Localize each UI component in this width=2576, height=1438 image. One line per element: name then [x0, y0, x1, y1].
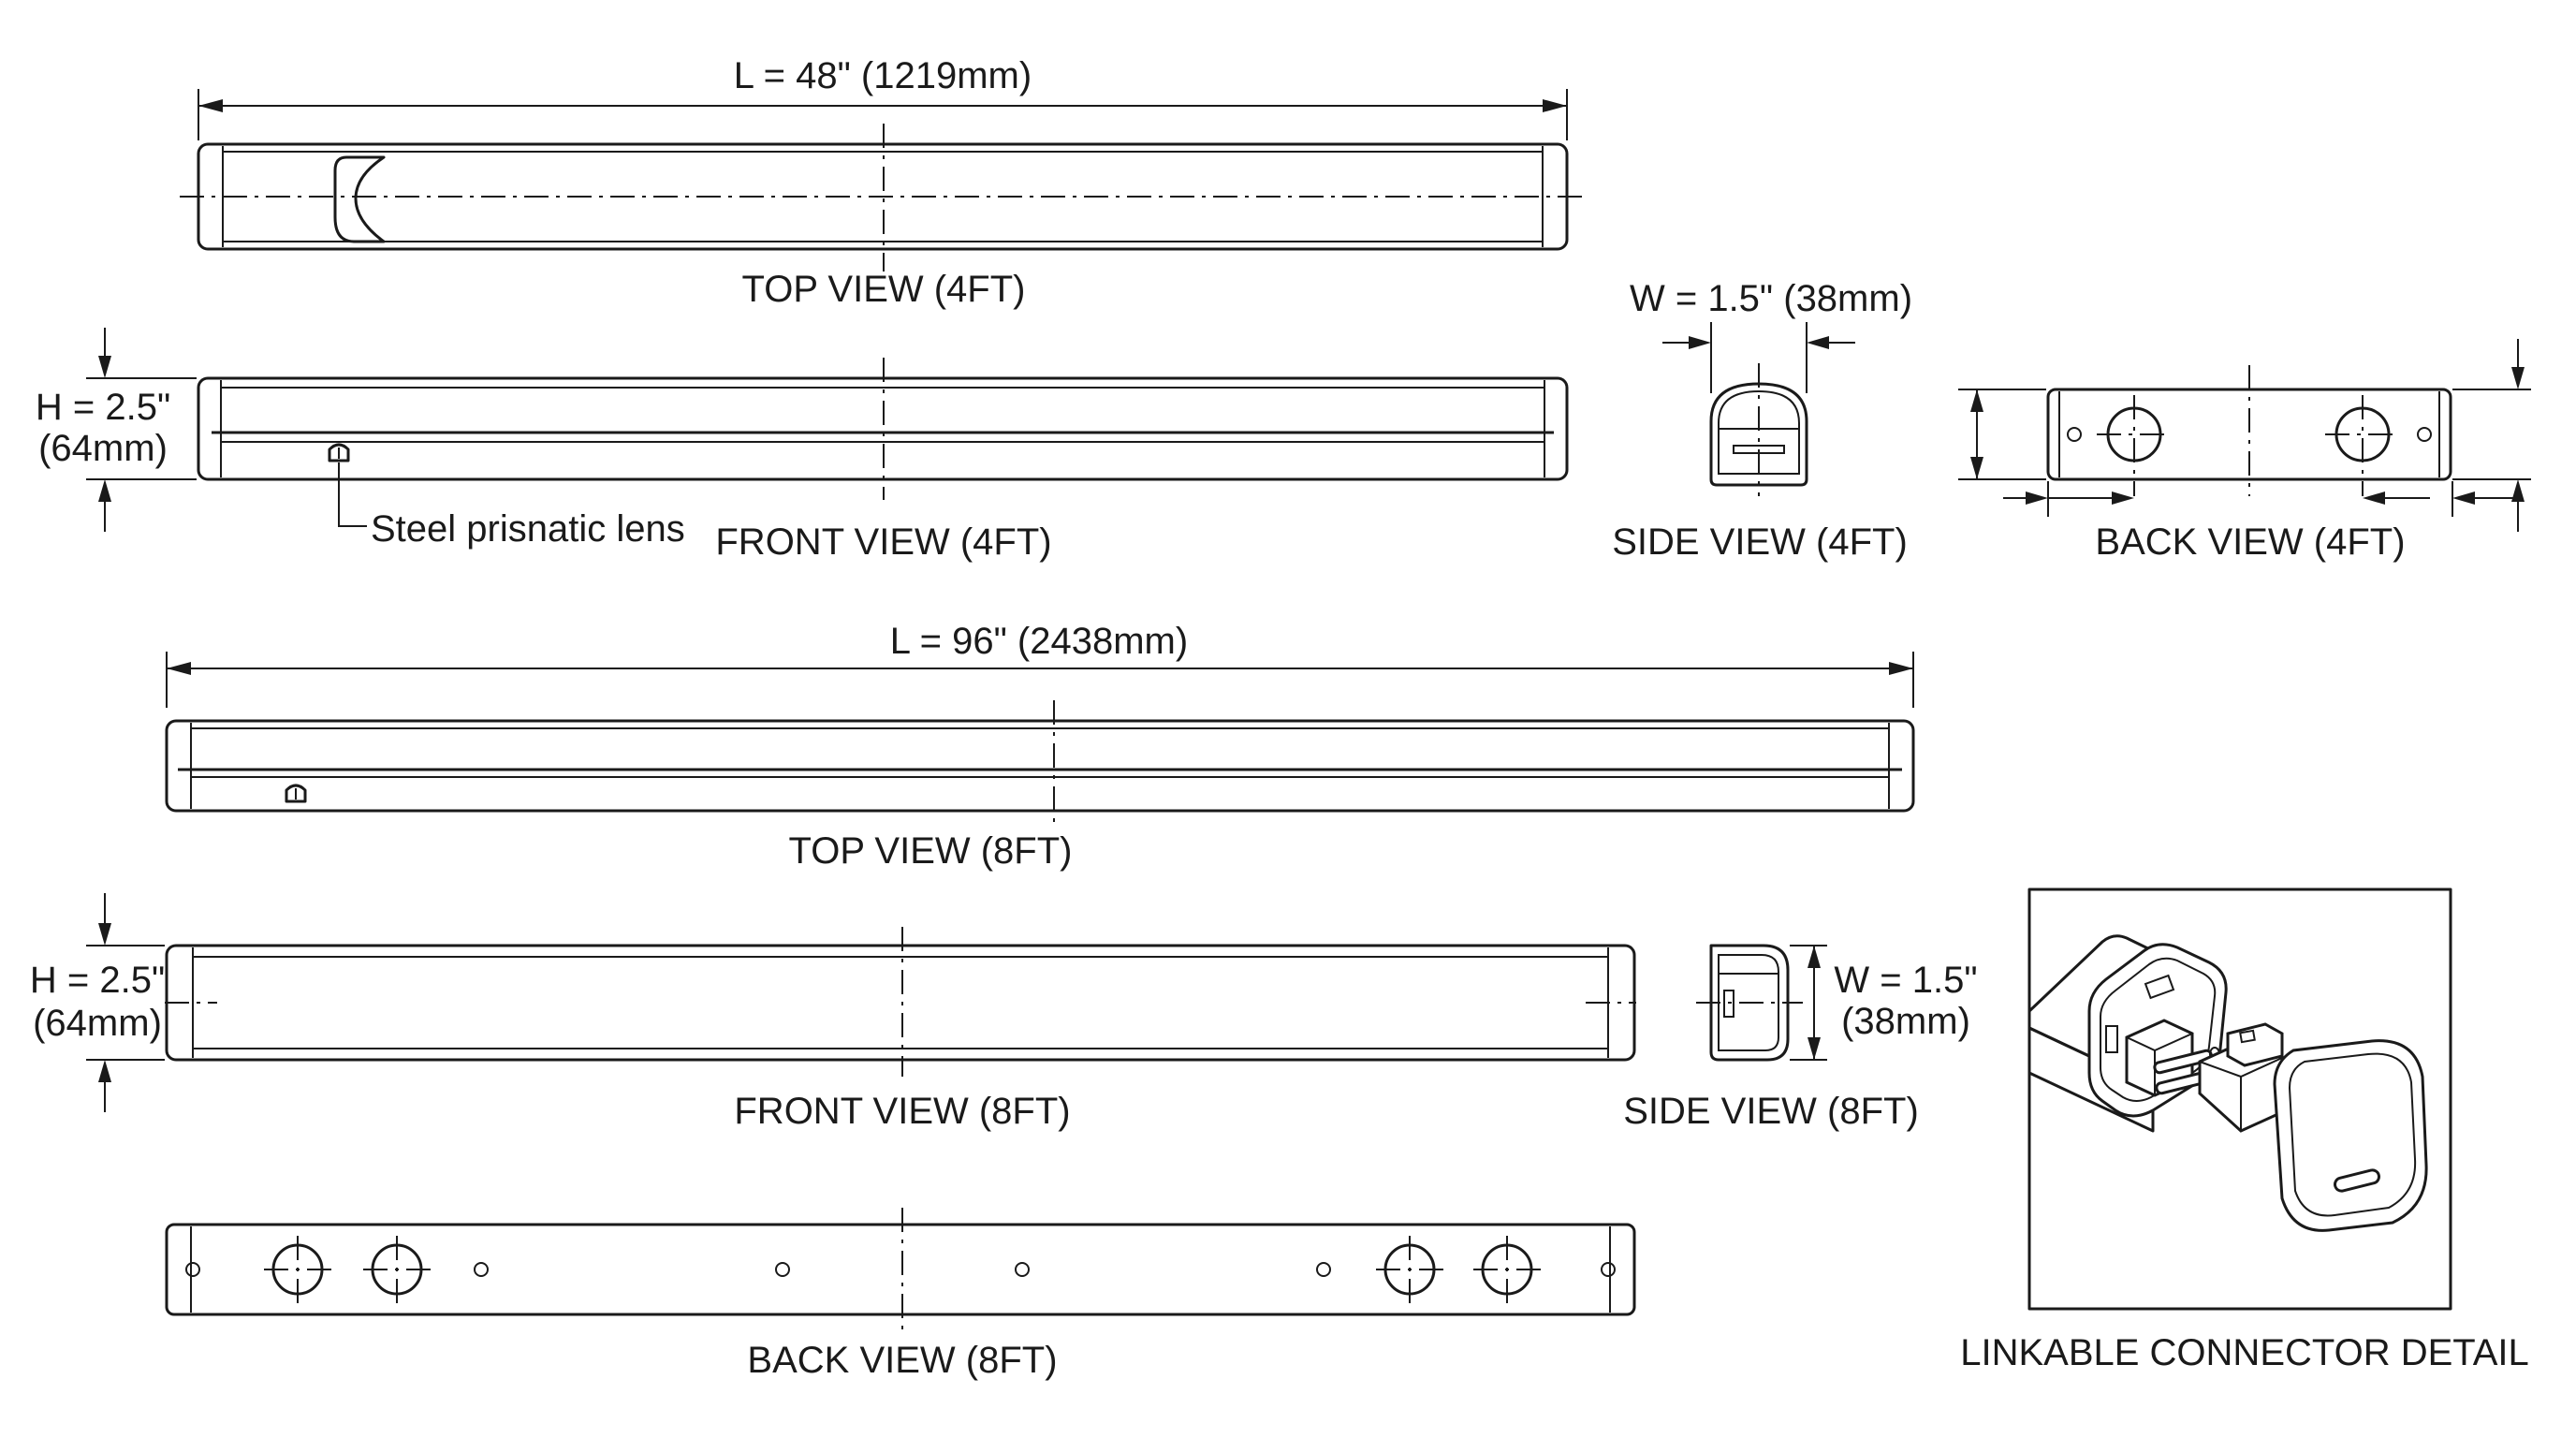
length-8ft-label: L = 96" (2438mm): [890, 621, 1188, 662]
mounting-hole-icon: [775, 1262, 790, 1277]
dimension-width-4ft: [1662, 322, 1855, 393]
top-view-4ft: L = 48" (1219mm) TOP VIEW (4FT): [180, 55, 1588, 310]
dimension-length-8ft: [166, 652, 1914, 708]
end-clip-icon: [333, 155, 386, 243]
connector-detail: LINKABLE CONNECTOR DETAIL: [1960, 888, 2529, 1373]
fixture-4ft-back: [2046, 365, 2452, 496]
dimension-height-4ft: [86, 328, 197, 532]
mounting-hole-icon: [2067, 427, 2082, 442]
dimension-length-4ft: [198, 89, 1568, 140]
length-4ft-label: L = 48" (1219mm): [734, 55, 1032, 96]
width-8ft-label-line2: (38mm): [1841, 1001, 1970, 1042]
connector-slot-icon: [2334, 1168, 2380, 1193]
mounting-hole-icon: [1601, 1262, 1616, 1277]
back-view-4ft-label: BACK VIEW (4FT): [2095, 521, 2405, 563]
mounting-hole-icon: [2417, 427, 2432, 442]
mounting-hole-icon: [1015, 1262, 1030, 1277]
mounting-hole-icon: [474, 1262, 489, 1277]
side-view-8ft-label: SIDE VIEW (8FT): [1623, 1091, 1919, 1132]
lens-callout-label: Steel prisnatic lens: [371, 508, 685, 550]
dimension-back-height-right: [2452, 339, 2531, 532]
fixture-8ft-back: [165, 1208, 1636, 1331]
top-view-8ft-label: TOP VIEW (8FT): [789, 830, 1073, 872]
top-view-4ft-label: TOP VIEW (4FT): [742, 269, 1026, 310]
height-4ft-label-line2: (64mm): [38, 428, 168, 469]
fixture-4ft-front: [197, 358, 1569, 527]
fixture-8ft-top: [165, 700, 1915, 826]
back-view-8ft: BACK VIEW (8FT): [165, 1208, 1636, 1381]
side-port-icon: [1723, 990, 1734, 1018]
back-view-4ft: BACK VIEW (4FT): [1958, 339, 2531, 563]
fixture-8ft-front: [165, 927, 1636, 1077]
front-view-8ft-label: FRONT VIEW (8FT): [734, 1091, 1070, 1132]
dimension-height-8ft: [86, 893, 165, 1112]
connector-detail-label: LINKABLE CONNECTOR DETAIL: [1960, 1332, 2529, 1373]
width-8ft-label-line1: W = 1.5": [1834, 960, 1977, 1001]
connector-illustration: [2027, 934, 2428, 1232]
top-view-8ft: L = 96" (2438mm) TOP VIEW (8FT): [165, 621, 1915, 872]
side-view-8ft: W = 1.5" (38mm) SIDE VIEW (8FT): [1623, 944, 1978, 1132]
side-view-4ft: W = 1.5" (38mm) SIDE VIEW (4FT): [1612, 278, 1912, 563]
dimension-back-offset: [2003, 481, 2518, 517]
front-view-4ft-label: FRONT VIEW (4FT): [715, 521, 1051, 563]
fixture-4ft-side: [1709, 363, 1808, 496]
dimension-back-height-left: [1958, 389, 2046, 480]
lens-screw-icon: [328, 443, 350, 462]
front-view-8ft: H = 2.5" (64mm) FRONT VIEW (8FT): [30, 893, 1636, 1132]
mounting-hole-icon: [185, 1262, 200, 1277]
dimension-width-8ft: [1790, 945, 1827, 1061]
front-view-4ft: H = 2.5" (64mm) Steel prisnatic lens FRO…: [36, 328, 1569, 563]
side-view-4ft-label: SIDE VIEW (4FT): [1612, 521, 1908, 563]
connector-detail-frame: [2027, 888, 2452, 1311]
back-view-8ft-label: BACK VIEW (8FT): [747, 1340, 1057, 1381]
fixture-4ft-top: [180, 124, 1588, 271]
mounting-hole-icon: [1316, 1262, 1331, 1277]
width-4ft-label: W = 1.5" (38mm): [1630, 278, 1912, 319]
height-4ft-label-line1: H = 2.5": [36, 387, 170, 428]
height-8ft-label-line2: (64mm): [33, 1003, 162, 1044]
fixture-8ft-side: [1696, 944, 1803, 1062]
height-8ft-label-line1: H = 2.5": [30, 960, 165, 1001]
lens-screw-icon: [285, 784, 307, 803]
